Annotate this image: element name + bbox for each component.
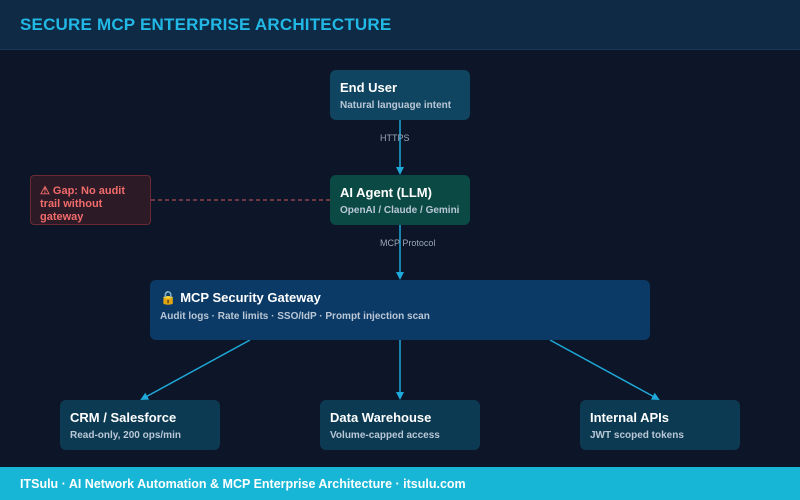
mcp-security-gateway-node: 🔒MCP Security Gateway Audit logs · Rate … (150, 280, 650, 340)
node-title: Internal APIs (590, 410, 669, 425)
lock-icon: 🔒 (160, 290, 177, 305)
node-subtitle: Volume-capped access (330, 430, 440, 441)
header-bar: SECURE MCP ENTERPRISE ARCHITECTURE (0, 0, 800, 50)
https-edge-label: HTTPS (380, 133, 410, 143)
internal-apis-node: Internal APIs JWT scoped tokens (580, 400, 740, 450)
crm-salesforce-node: CRM / Salesforce Read-only, 200 ops/min (60, 400, 220, 450)
node-title: AI Agent (LLM) (340, 185, 432, 200)
node-title: Data Warehouse (330, 410, 432, 425)
node-title: End User (340, 80, 398, 95)
mcp-protocol-edge-label: MCP Protocol (380, 238, 436, 248)
footer-bar: ITSulu · AI Network Automation & MCP Ent… (0, 467, 800, 500)
page-title: SECURE MCP ENTERPRISE ARCHITECTURE (20, 15, 392, 34)
warning-icon: ⚠ Gap: No audit trail without gateway (40, 185, 126, 223)
data-warehouse-node: Data Warehouse Volume-capped access (320, 400, 480, 450)
audit-gap-warning: ⚠ Gap: No audit trail without gateway (30, 175, 151, 225)
node-subtitle: Audit logs · Rate limits · SSO/IdP · Pro… (160, 311, 430, 322)
ai-agent-node: AI Agent (LLM) OpenAI / Claude / Gemini (330, 175, 470, 225)
node-subtitle: Read-only, 200 ops/min (70, 430, 181, 441)
node-subtitle: Natural language intent (340, 100, 452, 111)
edge-gateway-to-crm (140, 339, 251, 400)
node-title: CRM / Salesforce (70, 410, 177, 425)
end-user-node: End User Natural language intent (330, 70, 470, 120)
node-subtitle: OpenAI / Claude / Gemini (340, 205, 460, 216)
edge-gateway-to-apis (549, 339, 660, 400)
footer-credit: ITSulu · AI Network Automation & MCP Ent… (20, 477, 466, 491)
node-title: MCP Security Gateway (180, 290, 321, 305)
gateway-title-row: 🔒MCP Security Gateway (160, 290, 640, 306)
node-subtitle: JWT scoped tokens (590, 430, 684, 441)
